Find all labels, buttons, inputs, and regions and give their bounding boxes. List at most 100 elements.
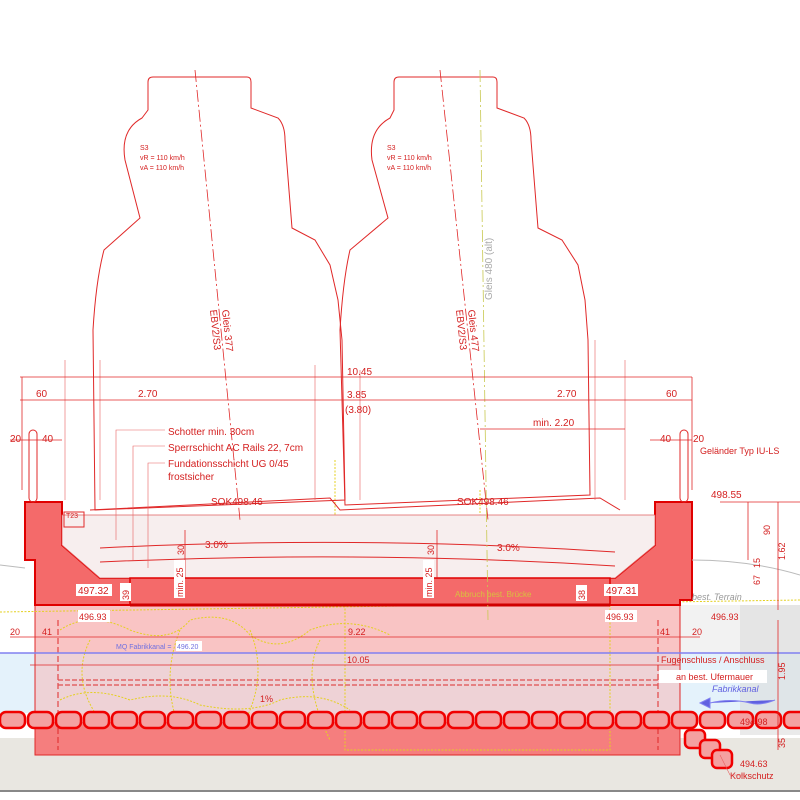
- level-top-wall: 498.55: [711, 490, 742, 501]
- stone: [222, 710, 251, 730]
- stone: [782, 710, 800, 730]
- stone: [670, 710, 699, 730]
- level-bottom-far: 496.93: [711, 612, 739, 622]
- dim-left-40: 40: [42, 434, 54, 445]
- level-bottom-left: 496.93: [79, 612, 107, 622]
- dim-mid-alt: (3.80): [345, 405, 371, 416]
- dim-inner-width: 9.22: [348, 627, 366, 637]
- level-right-slab: 497.31: [606, 586, 637, 597]
- terrain-right: [691, 559, 800, 576]
- dim-h15: 15: [752, 558, 762, 568]
- track-2-profile: S3: [387, 145, 396, 152]
- level-kolk: 494.63: [740, 759, 768, 769]
- dim-outer-width: 10.05: [347, 655, 370, 665]
- dim-right-span: 2.70: [557, 389, 577, 400]
- stone: [250, 710, 279, 730]
- stone: [278, 710, 307, 730]
- label-mq: MQ Fabrikkanal =: [116, 644, 171, 651]
- dim-bottom-slope: 1%: [260, 694, 273, 704]
- stone: [362, 710, 391, 730]
- track-2-vr: vR = 110 km/h: [387, 155, 432, 162]
- track-2-type: EBV2/S3: [453, 309, 468, 351]
- dim-w41-left: 41: [42, 627, 52, 637]
- stone: [138, 710, 167, 730]
- dim-w41-right: 41: [660, 627, 670, 637]
- stone: [26, 710, 55, 730]
- dim-mid: 3.85: [347, 390, 367, 401]
- slope-left: 3.0%: [205, 540, 228, 551]
- label-kolkschutz: Kolkschutz: [730, 771, 774, 781]
- track-2-name: Gleis 477: [465, 309, 480, 353]
- layer-lines: [99, 541, 616, 567]
- dimension-lines: [10, 376, 800, 750]
- stone: [530, 710, 559, 730]
- ballast-bed: [61, 514, 656, 579]
- dim-w20-right: 20: [692, 627, 702, 637]
- dim-w20-left: 20: [10, 627, 20, 637]
- dim-total-width: 10.45: [347, 367, 372, 378]
- stone: [726, 710, 755, 730]
- dim-min25-left: min. 25: [175, 567, 185, 597]
- loading-gauge-track-1: [92, 69, 346, 521]
- stone: [194, 710, 223, 730]
- dim-min25-right: min. 25: [424, 567, 434, 597]
- dim-h90: 90: [762, 525, 772, 535]
- dim-h35: 35: [777, 738, 787, 748]
- track-2-va: vA = 110 km/h: [387, 165, 431, 172]
- slope-right: 3.0%: [497, 543, 520, 554]
- dim-left-span: 2.70: [138, 389, 158, 400]
- railing-left: [28, 429, 38, 503]
- level-water-bottom: 494.98: [740, 717, 768, 727]
- flow-arrow-icon: [698, 697, 776, 709]
- dim-ballast-right: 30: [426, 545, 436, 555]
- label-gelaender: Geländer Typ IU-LS: [700, 446, 779, 456]
- stone: [502, 710, 531, 730]
- stone: [306, 710, 335, 730]
- old-track-label: Gleis 480 (alt): [484, 238, 495, 300]
- sleeper-line: [89, 497, 621, 511]
- stone: [110, 710, 139, 730]
- water-zone: [35, 653, 680, 713]
- dim-left-20: 20: [10, 434, 22, 445]
- stone-row: [0, 710, 800, 770]
- stone: [698, 710, 727, 730]
- level-left-slab: 497.32: [78, 586, 109, 597]
- dim-min-clear: min. 2.20: [533, 418, 575, 429]
- label-terrain: best. Terrain: [692, 592, 742, 602]
- stone: [0, 710, 27, 730]
- dim-h162: 1.62: [777, 542, 787, 560]
- dim-thick-left: 39: [121, 590, 131, 600]
- loading-gauge-track-2: [339, 69, 591, 621]
- label-canal: Fabrikkanal: [712, 684, 760, 694]
- label-sperrschicht: Sperrschicht AC Rails 22, 7cm: [168, 443, 303, 454]
- terrain-left: [0, 564, 26, 569]
- dim-thick-right: 38: [577, 590, 587, 600]
- stone: [446, 710, 475, 730]
- stone: [390, 710, 419, 730]
- cable-trough: [63, 511, 85, 528]
- track-1-vr: vR = 110 km/h: [140, 155, 185, 162]
- labels: S3 vR = 110 km/h vA = 110 km/h S3 vR = 1…: [10, 145, 787, 781]
- label-t23: T23: [66, 513, 78, 520]
- label-fugen-2: an best. Ufermauer: [676, 672, 753, 682]
- dim-h195: 1.95: [777, 662, 787, 680]
- sok-track-2: SOK498.46: [457, 497, 509, 508]
- dim-ballast-left: 30: [176, 545, 186, 555]
- mq-value: 496.20: [177, 644, 199, 651]
- stone: [166, 710, 195, 730]
- label-fundation: Fundationsschicht UG 0/45: [168, 459, 289, 470]
- track-1-profile: S3: [140, 145, 149, 152]
- label-fugen-1: Fugenschluss / Anschluss: [661, 655, 765, 665]
- stone: [754, 710, 783, 730]
- canal-water-left: [0, 653, 35, 713]
- track-1-type: EBV2/S3: [207, 309, 222, 351]
- label-frostsicher: frostsicher: [168, 472, 215, 483]
- label-abbruch: Abbruch best. Brücke: [455, 590, 532, 599]
- sok-track-1: SOK498.46: [211, 497, 263, 508]
- level-bottom-right: 496.93: [606, 612, 634, 622]
- dim-right-20: 20: [693, 434, 705, 445]
- stone: [418, 710, 447, 730]
- stone: [334, 710, 363, 730]
